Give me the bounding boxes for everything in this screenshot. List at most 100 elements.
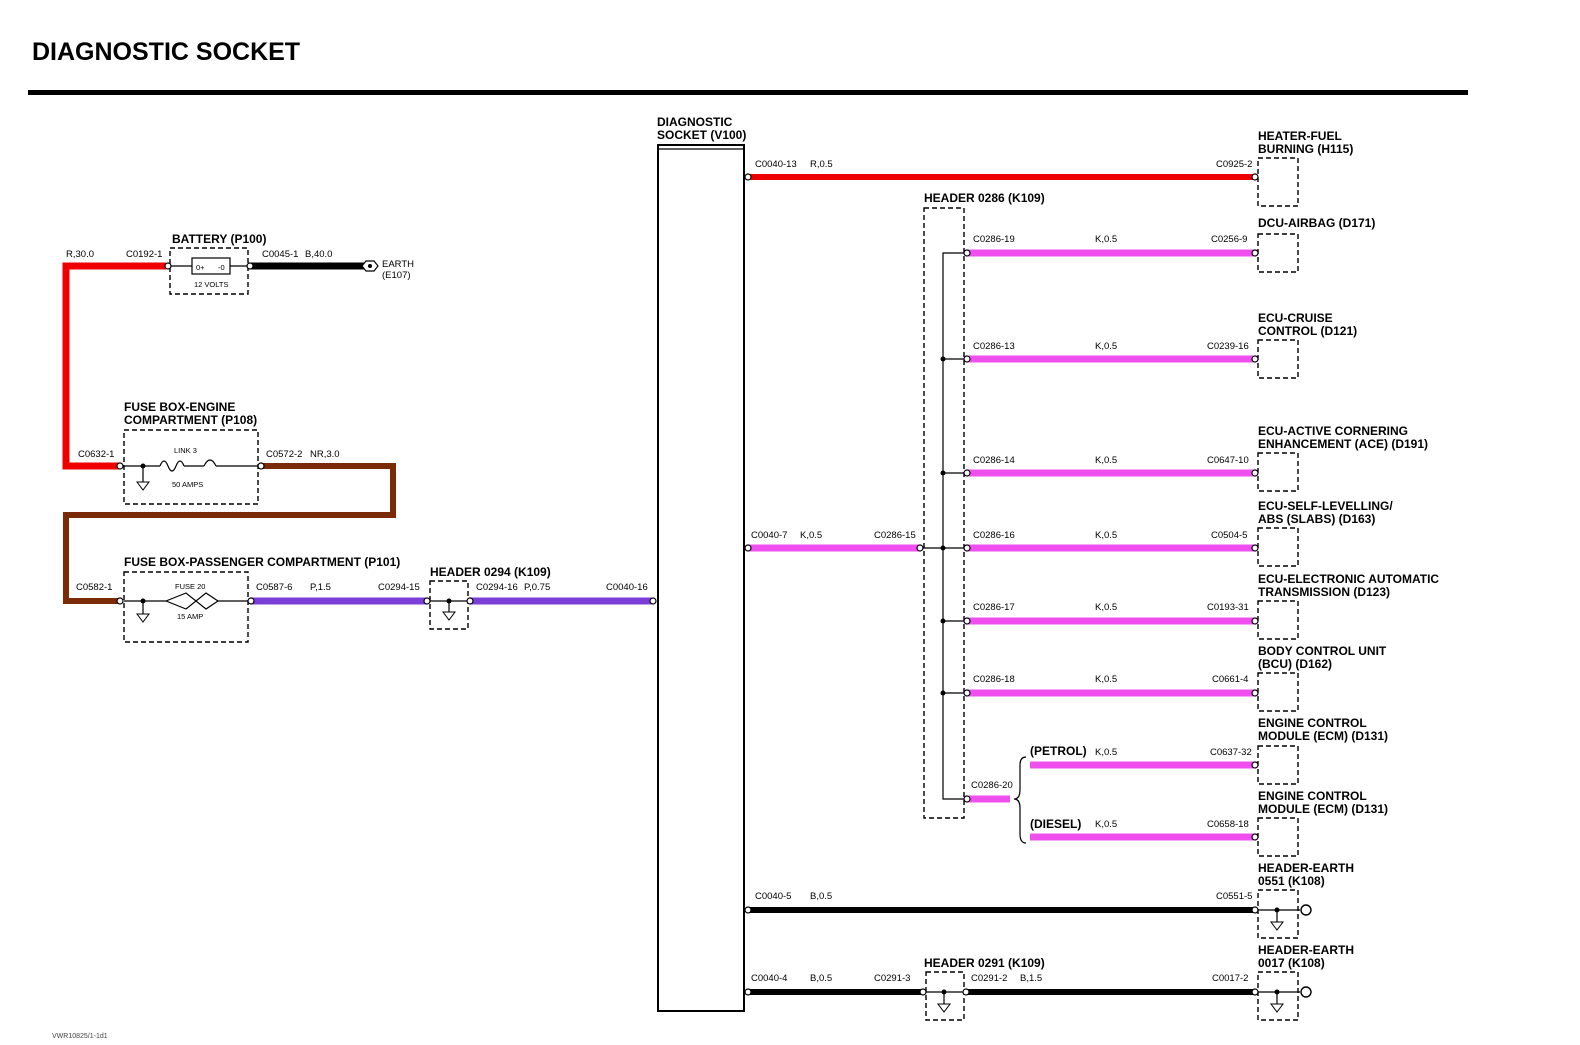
ecm-diesel-label-1: ENGINE CONTROL xyxy=(1258,789,1367,803)
wire-spec: K,0.5 xyxy=(1095,530,1117,541)
slabs-label-1: ECU-SELF-LEVELLING/ xyxy=(1258,499,1393,513)
bcu-label-2: (BCU) (D162) xyxy=(1258,657,1332,671)
earth-0551-label-1: HEADER-EARTH xyxy=(1258,861,1354,875)
wire-spec: B,40.0 xyxy=(305,249,332,260)
connector-id: C0572-2 xyxy=(266,449,302,460)
battery-rating: 12 VOLTS xyxy=(194,280,228,289)
ground-icon xyxy=(442,611,456,621)
connector-id: C0637-32 xyxy=(1210,747,1252,758)
header-0286-label: HEADER 0286 (K109) xyxy=(924,191,1045,205)
heater-label-2: BURNING (H115) xyxy=(1258,142,1353,156)
ecm-diesel-label-2: MODULE (ECM) (D131) xyxy=(1258,802,1388,816)
wire-spec: P,1.5 xyxy=(310,582,331,593)
wire-spec: NR,3.0 xyxy=(310,449,340,460)
ground-icon xyxy=(937,1003,951,1013)
variant-petrol-label: (PETROL) xyxy=(1030,744,1087,758)
connector-id: C0291-2 xyxy=(971,973,1007,984)
connector-id: C0658-18 xyxy=(1207,819,1249,830)
earth-0551-label-2: 0551 (K108) xyxy=(1258,874,1325,888)
cruise-label-2: CONTROL (D121) xyxy=(1258,324,1357,338)
wire-spec: B,0.5 xyxy=(810,891,832,902)
header-0291-label: HEADER 0291 (K109) xyxy=(924,956,1045,970)
connector-id: C0286-17 xyxy=(973,602,1015,613)
slabs-label-2: ABS (SLABS) (D163) xyxy=(1258,512,1375,526)
wire-spec: B,0.5 xyxy=(810,973,832,984)
wires xyxy=(62,174,1254,995)
variant-brace: (PETROL) (DIESEL) xyxy=(1013,744,1087,844)
connector-id: C0294-16 xyxy=(476,582,518,593)
title-rule xyxy=(28,90,1468,95)
wire-spec: K,0.5 xyxy=(1095,455,1117,466)
fuse-passenger-label: FUSE BOX-PASSENGER COMPARTMENT (P101) xyxy=(124,555,400,569)
connector-id: C0239-16 xyxy=(1207,341,1249,352)
wire-spec: K,0.5 xyxy=(1095,602,1117,613)
svg-text:-0: -0 xyxy=(218,263,225,272)
fuse-engine-link: LINK 3 xyxy=(174,446,197,455)
connector-id: C0286-20 xyxy=(971,780,1013,791)
ground-icon xyxy=(1270,1003,1284,1013)
earth-0017-label-1: HEADER-EARTH xyxy=(1258,943,1354,957)
connector-id: C0256-9 xyxy=(1211,234,1247,245)
connector-id: C0582-1 xyxy=(76,582,112,593)
connector-id: C0286-18 xyxy=(973,674,1015,685)
ace-label-1: ECU-ACTIVE CORNERING xyxy=(1258,424,1408,438)
heater-label-1: HEATER-FUEL xyxy=(1258,129,1342,143)
wire-spec: B,1.5 xyxy=(1020,973,1042,984)
connector-id: C0647-10 xyxy=(1207,455,1249,466)
wire-spec: K,0.5 xyxy=(1095,674,1117,685)
connector-id: C0661-4 xyxy=(1212,674,1248,685)
connector-id: C0286-16 xyxy=(973,530,1015,541)
connector-id: C0286-19 xyxy=(973,234,1015,245)
connector-id: C0192-1 xyxy=(126,249,162,260)
connector-id: C0294-15 xyxy=(378,582,420,593)
wire-nr-link xyxy=(63,463,396,604)
connector-id: C0040-5 xyxy=(755,891,791,902)
wire-spec: K,0.5 xyxy=(1095,234,1117,245)
wire-spec: K,0.5 xyxy=(1095,747,1117,758)
fuse-engine-label-2: COMPARTMENT (P108) xyxy=(124,413,257,427)
fuse-engine-rating: 50 AMPS xyxy=(172,480,203,489)
header-0294-label: HEADER 0294 (K109) xyxy=(430,565,551,579)
connector-id: C0193-31 xyxy=(1207,602,1249,613)
ecm-petrol-label-2: MODULE (ECM) (D131) xyxy=(1258,729,1388,743)
connector-id: C0587-6 xyxy=(256,582,292,593)
wire-spec: P,0.75 xyxy=(524,582,550,593)
battery: 0+ -0 BATTERY (P100) 12 VOLTS xyxy=(164,232,266,295)
diag-socket-label-1: DIAGNOSTIC xyxy=(657,115,733,129)
connector-id: C0291-3 xyxy=(874,973,910,984)
diagnostic-socket: DIAGNOSTIC SOCKET (V100) xyxy=(657,115,752,1012)
ecm-petrol-label-1: ENGINE CONTROL xyxy=(1258,716,1367,730)
diag-socket-label-2: SOCKET (V100) xyxy=(657,128,746,142)
variant-diesel-label: (DIESEL) xyxy=(1030,817,1081,831)
header-0286: HEADER 0286 (K109) xyxy=(916,191,1045,819)
fuse-box-engine: FUSE BOX-ENGINE COMPARTMENT (P108) LINK … xyxy=(116,400,265,505)
connector-id: C0017-2 xyxy=(1212,973,1248,984)
ground-icon xyxy=(136,613,150,623)
connector-id: C0040-16 xyxy=(606,582,648,593)
connector-id: C0504-5 xyxy=(1211,530,1247,541)
wire-bat-pos xyxy=(62,262,166,470)
earth-label-1: EARTH xyxy=(382,259,414,270)
connector-id: C0632-1 xyxy=(78,449,114,460)
fuse-passenger-fuse: FUSE 20 xyxy=(175,582,205,591)
connector-id: C0040-13 xyxy=(755,159,797,170)
earth-label-2: (E107) xyxy=(382,270,411,281)
connector-id: C0286-13 xyxy=(973,341,1015,352)
fuse-engine-label-1: FUSE BOX-ENGINE xyxy=(124,400,235,414)
cruise-label-1: ECU-CRUISE xyxy=(1258,311,1333,325)
wire-spec: K,0.5 xyxy=(1095,819,1117,830)
connector-id: C0040-7 xyxy=(751,530,787,541)
ground-icon xyxy=(1270,921,1284,931)
earth-e107: EARTH (E107) xyxy=(361,259,414,281)
airbag-label: DCU-AIRBAG (D171) xyxy=(1258,216,1375,230)
wire-spec: R,0.5 xyxy=(810,159,833,170)
earth-ring-icon xyxy=(1300,904,1312,916)
earth-0017-label-2: 0017 (K108) xyxy=(1258,956,1325,970)
connector-id: C0045-1 xyxy=(262,249,298,260)
trans-label-1: ECU-ELECTRONIC AUTOMATIC xyxy=(1258,572,1439,586)
svg-text:0+: 0+ xyxy=(196,263,205,272)
connector-id: C0286-15 xyxy=(874,530,916,541)
wire-labels: R,30.0 C0192-1 C0632-1 C0045-1 B,40.0 C0… xyxy=(66,159,1252,984)
connector-id: C0040-4 xyxy=(751,973,787,984)
bcu-label-1: BODY CONTROL UNIT xyxy=(1258,644,1387,658)
